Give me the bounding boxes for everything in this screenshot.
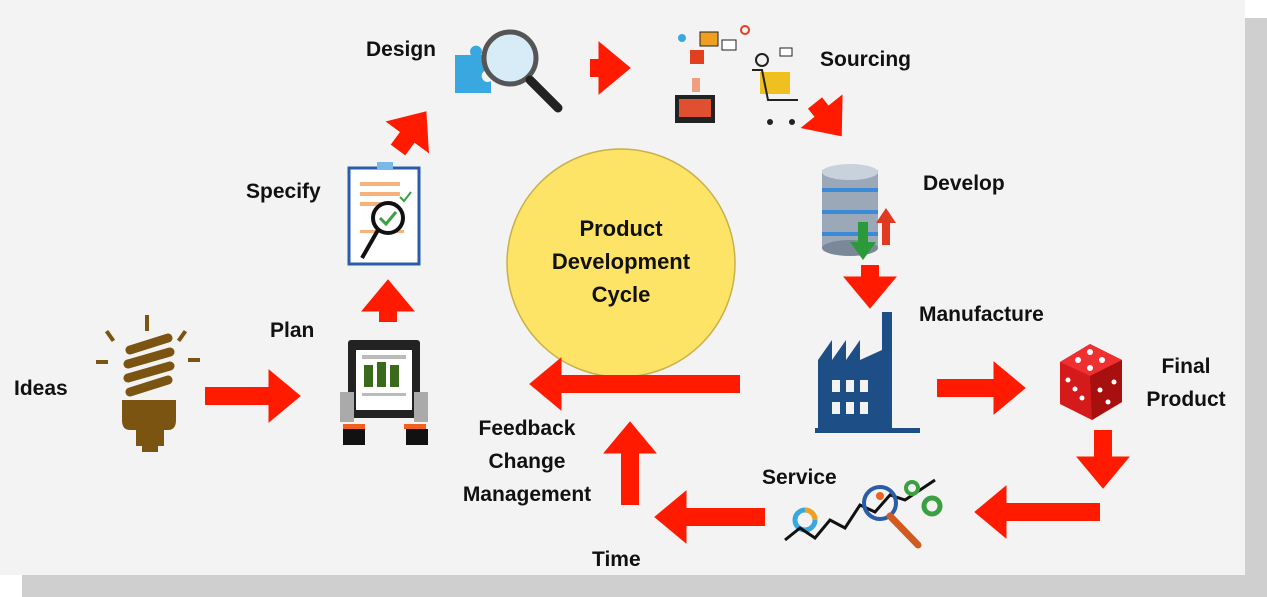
label-service: Service — [762, 466, 837, 489]
label-feedback: Feedback Change Management — [447, 412, 607, 511]
service-analytics-icon — [784, 478, 943, 549]
lightbulb-icon — [96, 315, 200, 452]
label-feedback-line: Management — [462, 483, 592, 506]
puzzle-magnifier-icon — [455, 29, 563, 113]
label-final-product: Final Product — [1138, 350, 1234, 416]
sourcing-shopping-icon — [675, 25, 798, 125]
database-icon — [822, 164, 896, 260]
label-feedback-line: Change — [488, 450, 566, 473]
label-feedback-line: Feedback — [478, 417, 576, 440]
label-manufacture: Manufacture — [919, 303, 1044, 326]
clipboard-magnifier-icon — [347, 162, 421, 266]
label-design: Design — [366, 38, 437, 61]
factory-icon — [815, 312, 920, 433]
label-final-product-line: Product — [1146, 388, 1226, 411]
center-title-line: Product — [579, 216, 663, 241]
panel-shadow-right — [1245, 18, 1267, 597]
label-time: Time — [592, 548, 641, 571]
tablet-chart-icon — [340, 340, 428, 445]
arrow-specify-to-design — [385, 111, 429, 156]
panel-shadow-bottom — [22, 575, 1267, 597]
label-specify: Specify — [246, 180, 321, 203]
label-develop: Develop — [923, 172, 1005, 195]
arrow-sourcing-to-develop — [800, 94, 843, 137]
dice-icon — [1060, 344, 1122, 420]
center-title-line: Development — [551, 249, 691, 274]
label-plan: Plan — [270, 319, 315, 342]
center-title: Product Development Cycle — [521, 212, 721, 311]
label-sourcing: Sourcing — [820, 48, 912, 71]
center-title-line: Cycle — [591, 282, 651, 307]
label-ideas: Ideas — [14, 377, 68, 400]
label-final-product-line: Final — [1161, 355, 1211, 378]
